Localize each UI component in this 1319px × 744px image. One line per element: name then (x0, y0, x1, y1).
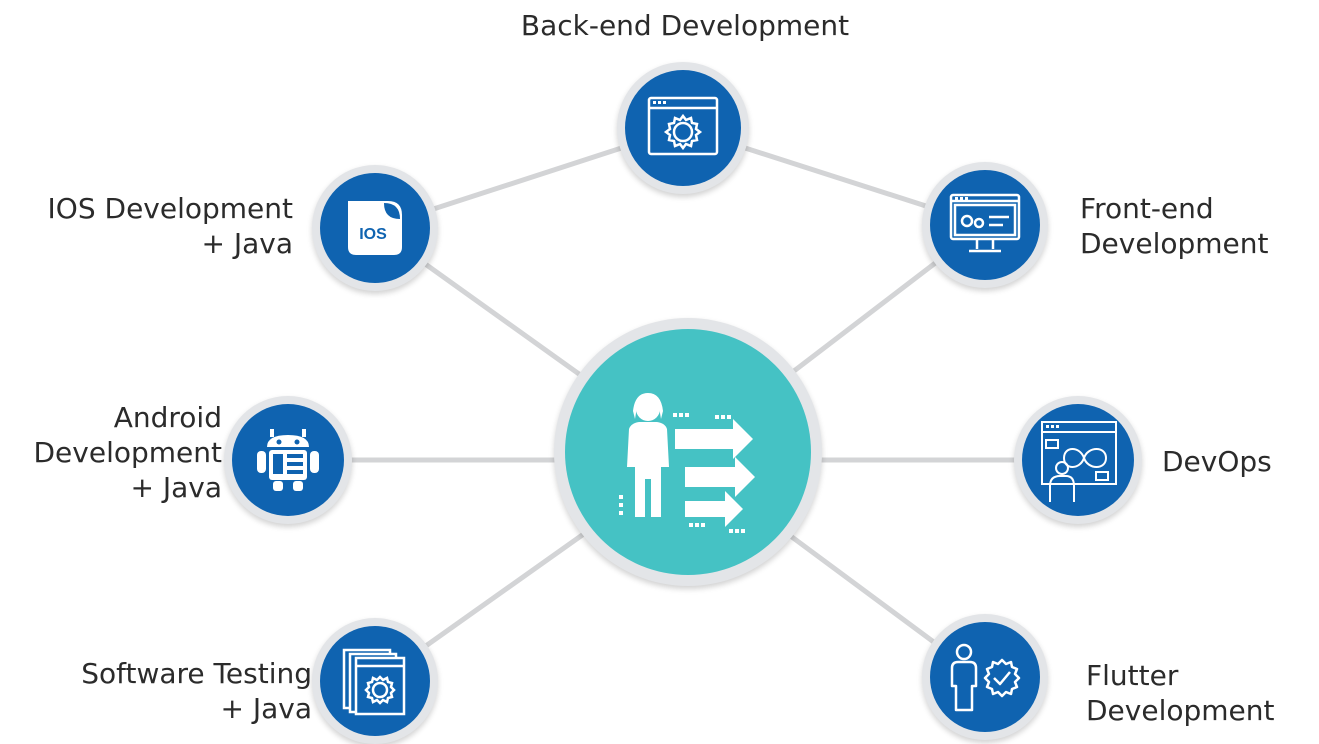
node-back-end[interactable] (617, 62, 749, 194)
label-front-end-line-1: Front-end (1080, 192, 1214, 225)
robot-icon (257, 429, 319, 491)
devops-infinity-icon (1041, 421, 1117, 502)
label-front-end-line-2: Development (1080, 227, 1269, 260)
label-flutter-line-2: Development (1086, 694, 1275, 727)
node-ios[interactable]: IOS (312, 165, 438, 291)
browser-gear-icon (647, 96, 719, 156)
label-ios: IOS Development + Java (0, 191, 293, 261)
person-gear-check-icon (950, 643, 1021, 712)
label-software-testing: Software Testing + Java (0, 656, 312, 726)
label-android: Android Development + Java (0, 400, 223, 505)
label-ios-line-2: + Java (201, 227, 293, 260)
label-devops-line-1: DevOps (1162, 445, 1272, 478)
ios-file-icon: IOS (348, 201, 402, 255)
monitor-gears-icon (949, 193, 1021, 253)
node-flutter[interactable] (922, 614, 1048, 740)
label-back-end-line-1: Back-end Development (520, 9, 850, 42)
presenter-with-arrows-icon (619, 393, 755, 533)
node-front-end[interactable] (922, 162, 1048, 288)
label-software-testing-line-1: Software Testing (81, 657, 312, 690)
stacked-pages-gear-icon (342, 648, 406, 716)
label-ios-line-1: IOS Development (47, 192, 293, 225)
label-android-line-2: Development (33, 436, 223, 469)
label-devops: DevOps (1162, 444, 1312, 479)
node-android[interactable] (224, 396, 352, 524)
label-front-end: Front-end Development (1080, 191, 1310, 261)
node-software-testing[interactable] (312, 618, 438, 744)
label-android-line-1: Android (113, 401, 222, 434)
node-devops[interactable] (1014, 396, 1142, 524)
label-flutter: Flutter Development (1086, 658, 1316, 728)
label-android-line-3: + Java (130, 471, 222, 504)
label-software-testing-line-2: + Java (220, 692, 312, 725)
center-node[interactable] (554, 318, 822, 586)
label-back-end: Back-end Development (470, 8, 900, 43)
label-flutter-line-1: Flutter (1086, 659, 1179, 692)
ios-icon-text: IOS (359, 226, 387, 243)
